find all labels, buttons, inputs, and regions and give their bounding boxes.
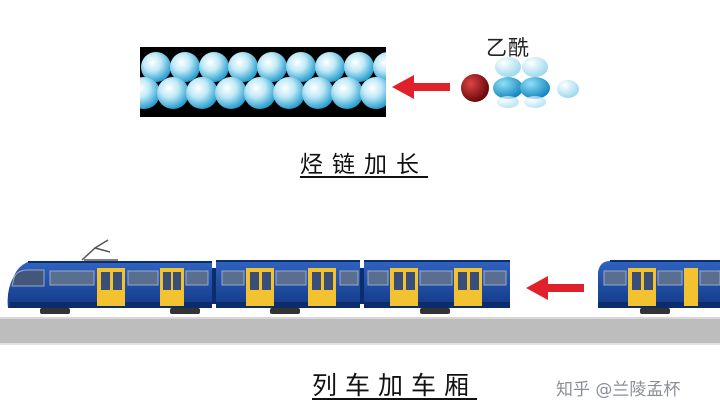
chain-atom [215,77,247,109]
hydrogen-atom [557,80,579,98]
pantograph [81,239,118,261]
platform [0,317,720,343]
chain-atom [141,52,171,82]
oxygen-atom [461,74,489,102]
chain-atom [186,77,218,109]
chain-atom [286,52,316,82]
caption-chain-lengthening: 烃链加长 [300,152,428,178]
train-windows [11,269,720,287]
carbon-atom [493,77,523,99]
chain-atom [170,52,200,82]
arrow-left-icon-top [392,75,450,99]
chain-spheres [140,52,386,109]
carbon-atom [520,77,550,99]
chain-atom [315,52,345,82]
chain-atom [331,77,363,109]
chain-atom [140,77,160,109]
chain-atom [244,77,276,109]
chain-atom [360,77,386,109]
chain-atom [273,77,305,109]
hydrogen-atom [522,57,548,77]
acetyl-molecule-model [461,57,579,108]
chain-atom [344,52,374,82]
watermark: 知乎 @兰陵孟杯 [556,380,681,400]
chain-atom [228,52,258,82]
arrow-left-icon-bottom [526,276,584,300]
train-illustration [7,239,720,314]
door-glass [101,272,653,290]
train-wheels [40,308,670,314]
hydrogen-atom [495,57,521,77]
chain-atom [199,52,229,82]
platform-edge [0,343,720,345]
chain-atom [257,52,287,82]
chain-atom [157,77,189,109]
chain-atom [302,77,334,109]
hydrocarbon-chain-model [140,47,386,117]
acetyl-label: 乙酰 [486,36,530,60]
roof-line [28,260,720,263]
chain-atom [373,52,386,82]
caption-train-adding-car: 列车加车厢 [312,371,478,400]
